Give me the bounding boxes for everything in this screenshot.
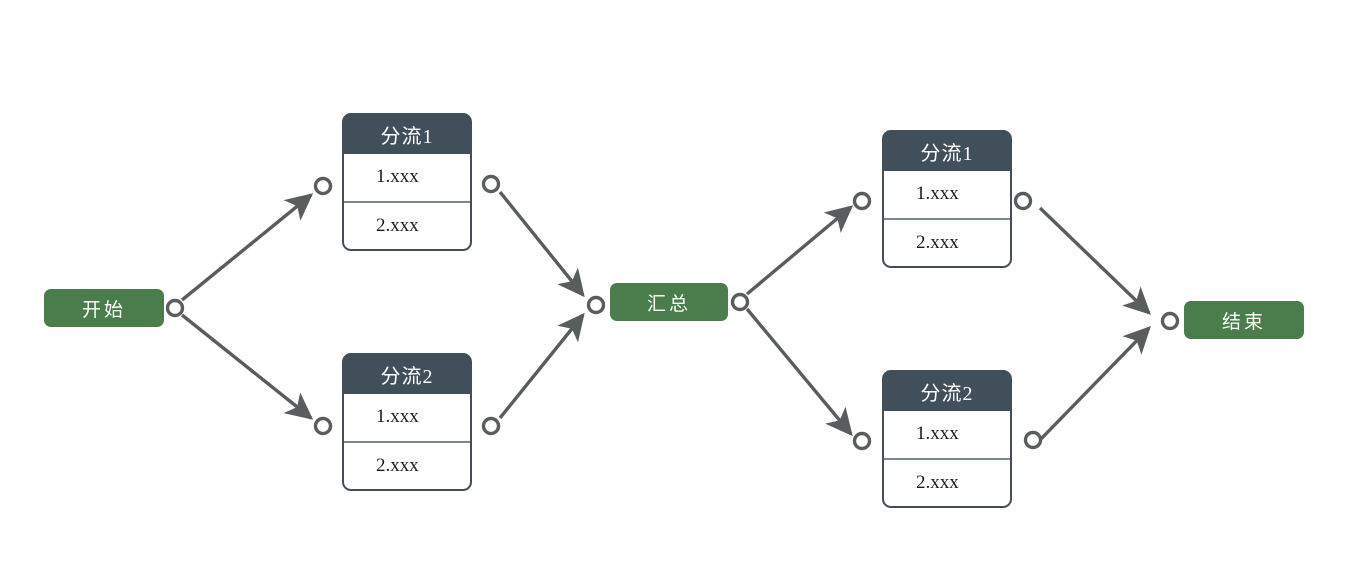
node-end[interactable]: 结束 bbox=[1184, 301, 1304, 339]
connector-dot-branch-right-1-in bbox=[852, 191, 872, 211]
node-branch-right-2-row-1: 1.xxx bbox=[916, 423, 959, 445]
node-branch-left-1-row-1: 1.xxx bbox=[376, 166, 419, 188]
node-branch-right-2[interactable]: 分流2 1.xxx 2.xxx bbox=[882, 370, 1012, 508]
connector-dot-branch-left-2-out bbox=[481, 416, 501, 436]
edge-start-to-branch-left-1 bbox=[180, 193, 314, 302]
node-branch-left-2-row-2: 2.xxx bbox=[344, 440, 470, 490]
edge-branch-left-2-to-merge bbox=[498, 312, 585, 420]
connector-dot-branch-right-2-out bbox=[1023, 430, 1043, 450]
node-branch-left-1[interactable]: 分流1 1.xxx 2.xxx bbox=[342, 113, 472, 251]
edge-branch-left-1-to-merge bbox=[498, 190, 585, 298]
connector-dot-start-out bbox=[165, 298, 185, 318]
node-branch-left-1-row-2: 2.xxx bbox=[344, 200, 470, 250]
node-merge-label: 汇总 bbox=[646, 293, 691, 315]
connector-dot-branch-right-2-in bbox=[852, 431, 872, 451]
connector-dot-branch-left-1-out bbox=[481, 174, 501, 194]
node-branch-right-2-header: 分流2 bbox=[920, 383, 974, 405]
connector-dot-branch-left-2-in bbox=[313, 416, 333, 436]
node-branch-right-2-row-2: 2.xxx bbox=[884, 457, 1010, 507]
node-start[interactable]: 开始 bbox=[44, 289, 164, 327]
node-end-label: 结束 bbox=[1221, 311, 1266, 333]
node-branch-right-2-body: 1.xxx 2.xxx bbox=[884, 411, 1010, 506]
connector-dot-branch-left-1-in bbox=[313, 176, 333, 196]
node-branch-right-1-header: 分流1 bbox=[920, 143, 974, 165]
connector-dot-merge-out bbox=[730, 292, 750, 312]
node-merge[interactable]: 汇总 bbox=[610, 283, 728, 321]
connector-dot-merge-in bbox=[586, 295, 606, 315]
node-branch-right-1-body: 1.xxx 2.xxx bbox=[884, 171, 1010, 266]
node-branch-right-1-row-2: 2.xxx bbox=[884, 217, 1010, 267]
node-branch-left-1-header: 分流1 bbox=[380, 126, 434, 148]
node-branch-right-1[interactable]: 分流1 1.xxx 2.xxx bbox=[882, 130, 1012, 268]
edge-start-to-branch-left-2 bbox=[180, 313, 314, 420]
connector-dot-end-in bbox=[1160, 311, 1180, 331]
node-branch-left-2-body: 1.xxx 2.xxx bbox=[344, 394, 470, 489]
edge-branch-right-2-to-end bbox=[1038, 326, 1151, 442]
node-branch-left-2[interactable]: 分流2 1.xxx 2.xxx bbox=[342, 353, 472, 491]
node-branch-left-1-body: 1.xxx 2.xxx bbox=[344, 154, 470, 249]
edge-merge-to-branch-right-1 bbox=[745, 205, 854, 296]
edge-branch-right-1-to-end bbox=[1038, 206, 1151, 315]
node-branch-right-1-row-1: 1.xxx bbox=[916, 183, 959, 205]
node-branch-left-2-row-1: 1.xxx bbox=[376, 406, 419, 428]
edge-merge-to-branch-right-2 bbox=[745, 307, 853, 437]
connector-dot-branch-right-1-out bbox=[1013, 191, 1033, 211]
node-branch-left-2-header: 分流2 bbox=[380, 366, 434, 388]
node-start-label: 开始 bbox=[81, 299, 126, 321]
